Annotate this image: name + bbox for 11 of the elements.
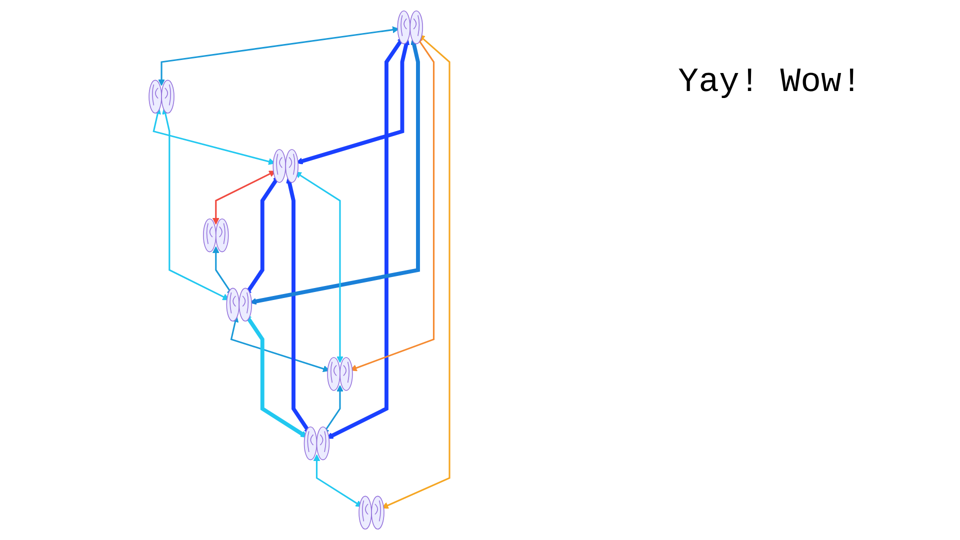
arrow	[313, 454, 362, 508]
arrow	[212, 170, 276, 225]
arrow	[152, 107, 276, 165]
note-text: Yay! Wow!	[678, 64, 862, 102]
arrow	[296, 38, 410, 164]
arrow	[230, 315, 330, 372]
arrow	[382, 34, 450, 509]
arrow	[326, 36, 404, 439]
arrow	[158, 26, 400, 86]
arrow	[250, 38, 420, 305]
arrow	[294, 172, 344, 363]
